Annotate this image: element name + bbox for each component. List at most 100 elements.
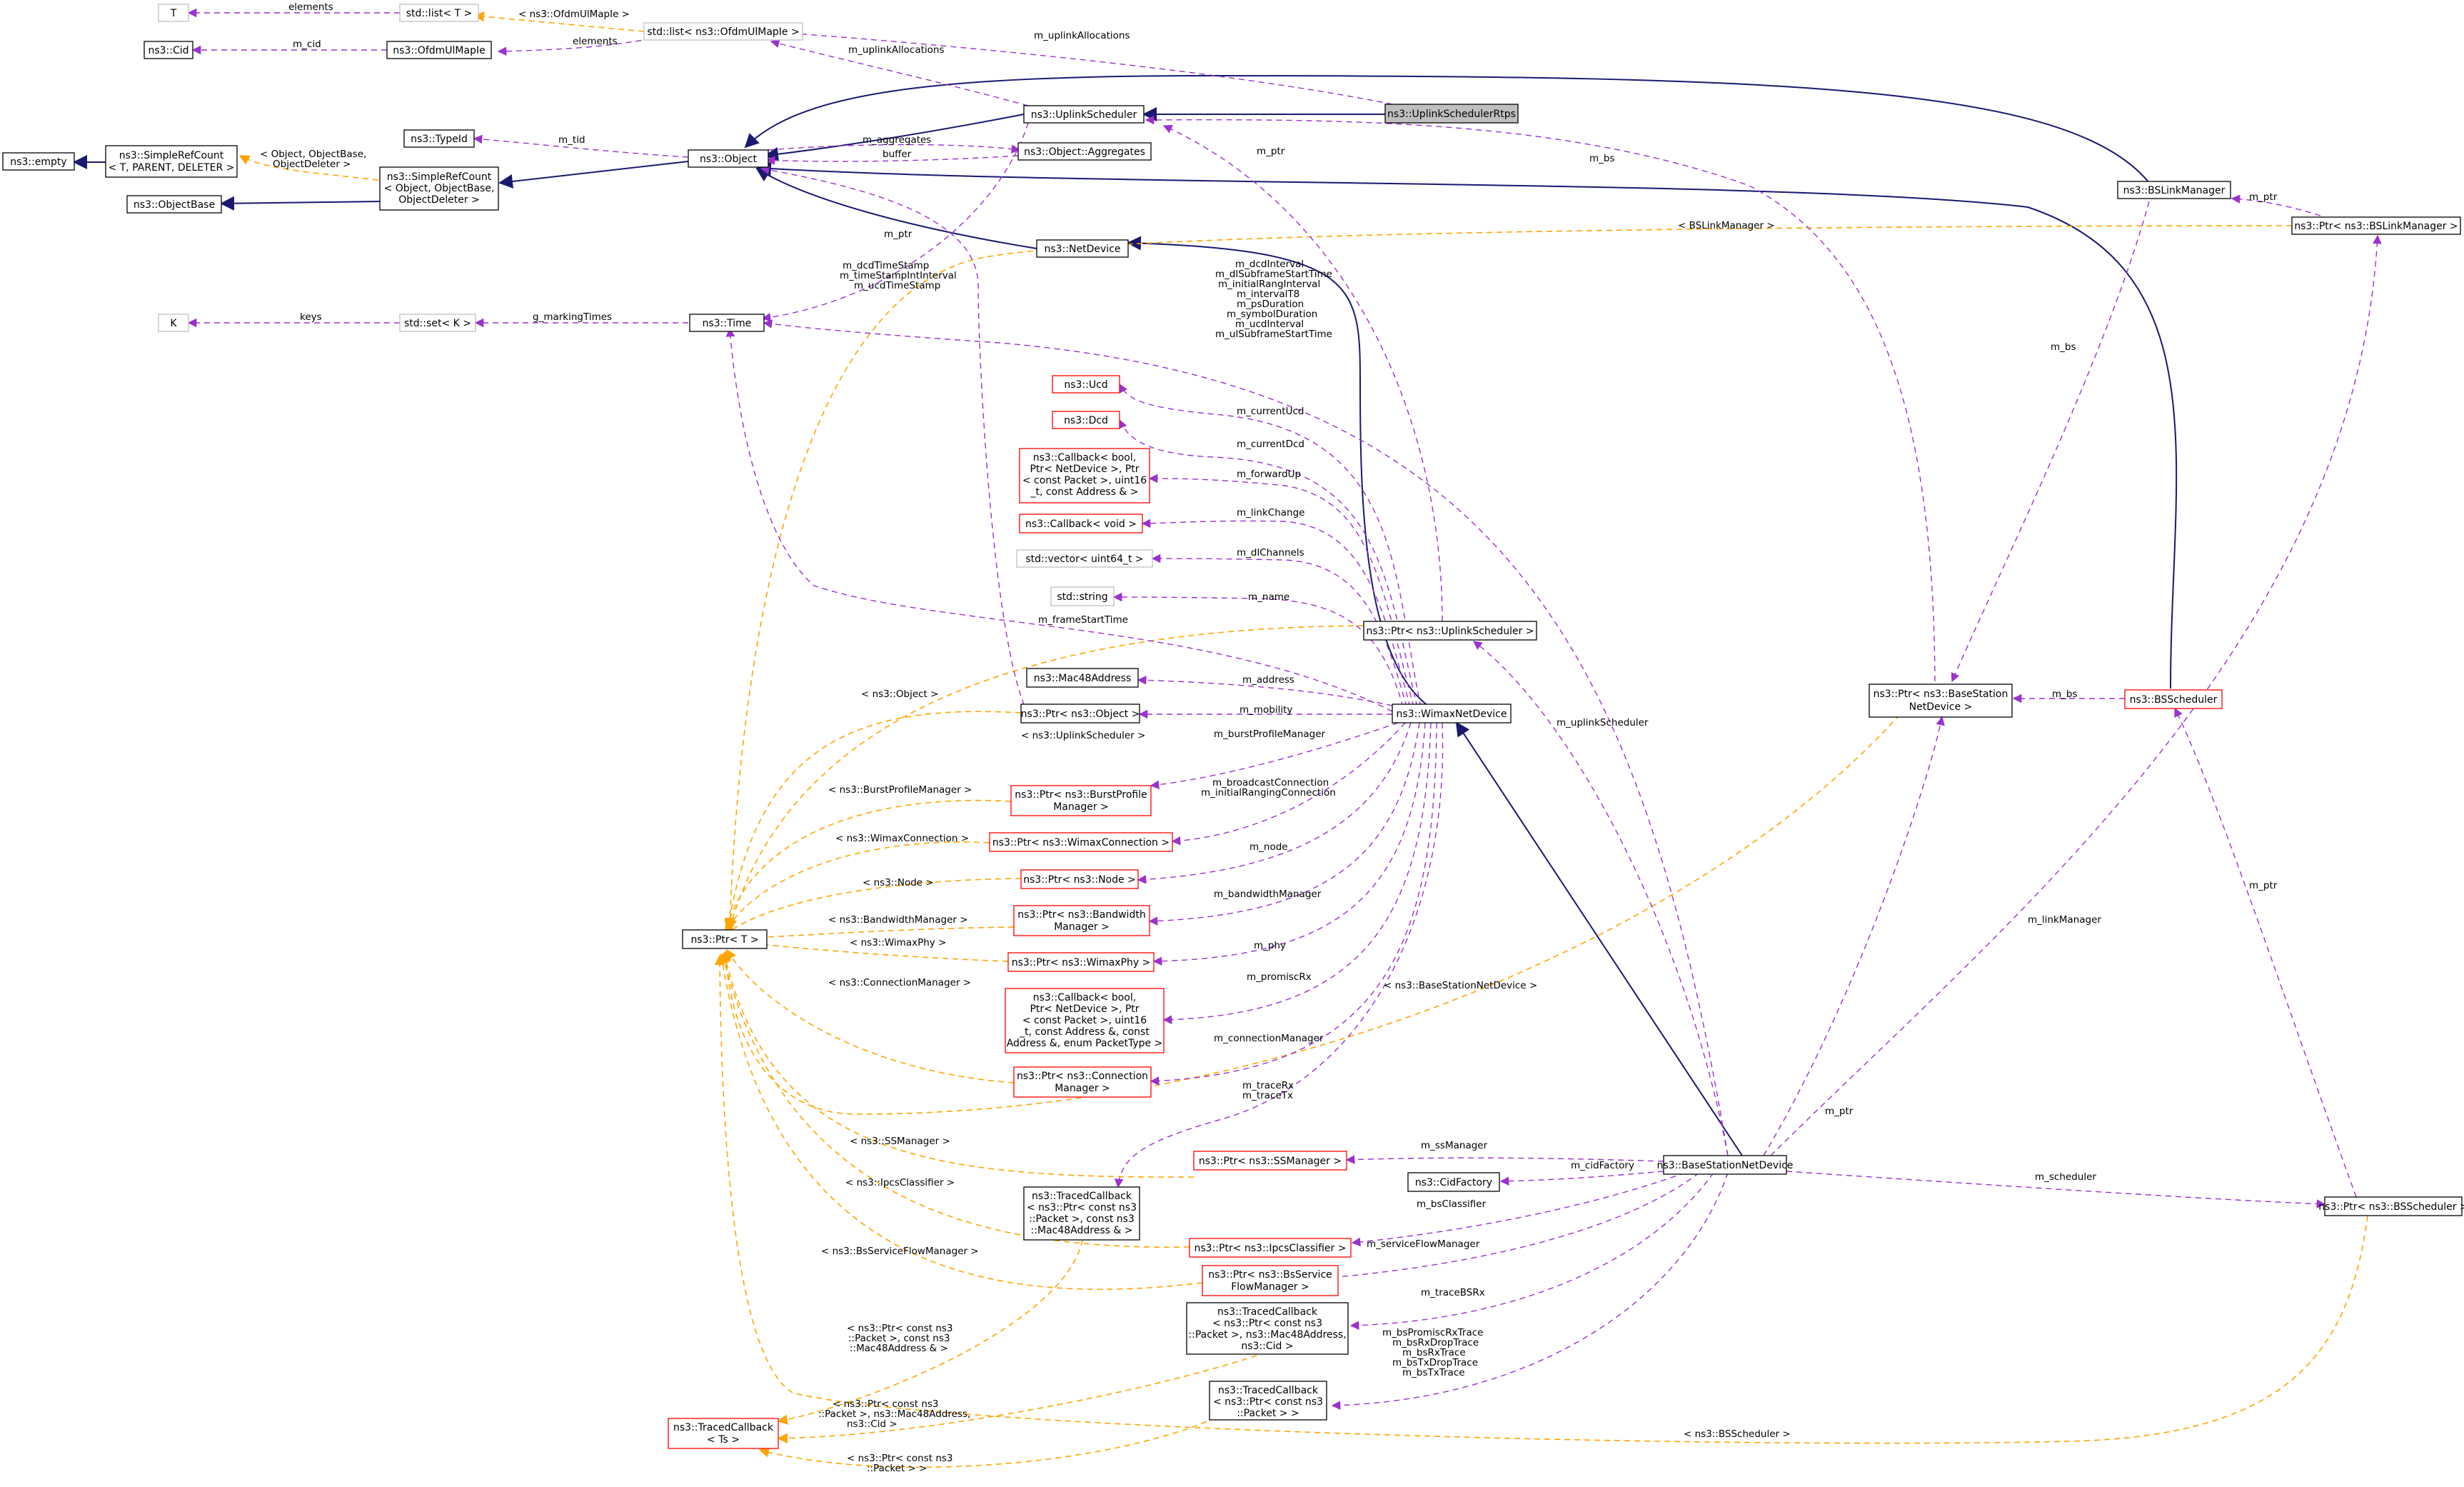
edge-use-wimax-dcd [1118, 419, 1418, 708]
svg-text:Manager >: Manager > [1053, 801, 1109, 813]
svg-text:ns3::UplinkScheduler: ns3::UplinkScheduler [1031, 109, 1137, 121]
svg-text:_t, const Address &, const: _t, const Address &, const [1019, 1026, 1150, 1038]
label-m-tid: m_tid [558, 134, 585, 146]
node-empty[interactable]: ns3::empty [2, 152, 75, 171]
edge-use-ptrbssched-bssched [2174, 707, 2357, 1198]
edges [73, 8, 2382, 1468]
svg-text:ns3::Mac48Address: ns3::Mac48Address [1034, 673, 1131, 684]
node-tracedcallback-mac48[interactable]: ns3::TracedCallback < ns3::Ptr< const ns… [1023, 1186, 1140, 1241]
svg-text:ns3::BSScheduler: ns3::BSScheduler [2130, 694, 2218, 706]
node-simplerefcount-T[interactable]: ns3::SimpleRefCount < T, PARENT, DELETER… [105, 145, 238, 178]
label-g-markingtimes: g_markingTimes [533, 311, 612, 323]
node-tracedcallback-ts[interactable]: ns3::TracedCallback < Ts > [668, 1418, 779, 1449]
node-objectbase[interactable]: ns3::ObjectBase [126, 195, 222, 214]
node-cid[interactable]: ns3::Cid [144, 41, 193, 59]
label-m-currentucd: m_currentUcd [1237, 406, 1304, 417]
label-m-serviceflowmanager: m_serviceFlowManager [1367, 1238, 1480, 1250]
node-ptr-ssmanager[interactable]: ns3::Ptr< ns3::SSManager > [1193, 1151, 1347, 1171]
svg-text:Manager >: Manager > [1054, 921, 1110, 933]
edge-use-bsnd-ptrupl [1472, 641, 1729, 1156]
label-ts-pkt-1: < ns3::Ptr< const ns3 [847, 1453, 953, 1464]
node-netdevice[interactable]: ns3::NetDevice [1036, 239, 1129, 258]
node-ptr-burstprofilemanager[interactable]: ns3::Ptr< ns3::BurstProfile Manager > [1010, 785, 1152, 816]
edge-use-ptrobject-object [760, 165, 1029, 715]
label-m-name: m_name [1248, 591, 1289, 603]
svg-text:ns3::Ptr< ns3::BSLinkManager >: ns3::Ptr< ns3::BSLinkManager > [2294, 221, 2458, 232]
label-ts-mac-3: ::Mac48Address & > [850, 1343, 948, 1354]
edge-tmpl-tcbts-tcbcid [777, 1355, 1257, 1443]
edge-use-listofdm-ofdm [497, 38, 652, 56]
edge-labels: elements < ns3::OfdmUlMapIe > elements m… [260, 1, 2278, 1474]
node-aggregates[interactable]: ns3::Object::Aggregates [1017, 142, 1152, 161]
svg-text:< T, PARENT, DELETER >: < T, PARENT, DELETER > [109, 162, 235, 174]
svg-text:ns3::Ptr< ns3::WimaxPhy >: ns3::Ptr< ns3::WimaxPhy > [1012, 957, 1151, 968]
node-basestationnetdevice[interactable]: ns3::BaseStationNetDevice [1657, 1155, 1794, 1175]
node-bslinkmanager[interactable]: ns3::BSLinkManager [2117, 181, 2231, 199]
node-ofdm[interactable]: ns3::OfdmUlMapIe [386, 41, 492, 59]
label-m-promiscrx: m_promiscRx [1247, 971, 1312, 983]
node-set-K[interactable]: std::set< K > [399, 314, 476, 332]
label-m-mobility: m_mobility [1239, 704, 1292, 716]
node-tracedcallback-packet[interactable]: ns3::TracedCallback < ns3::Ptr< const ns… [1209, 1381, 1327, 1421]
node-typeid[interactable]: ns3::TypeId [403, 129, 475, 148]
label-m-ptr-up: m_ptr [1257, 146, 1285, 157]
label-m-bandwidthmanager: m_bandwidthManager [1214, 888, 1322, 900]
node-callback-promiscrx[interactable]: ns3::Callback< bool, Ptr< NetDevice >, P… [1005, 988, 1165, 1053]
label-elements-T: elements [288, 1, 333, 13]
label-m-initialrangingconnection: m_initialRangingConnection [1201, 787, 1336, 798]
node-uplinkschedulerrtps[interactable]: ns3::UplinkSchedulerRtps [1384, 104, 1519, 124]
node-wimaxnetdevice[interactable]: ns3::WimaxNetDevice [1392, 704, 1512, 724]
label-m-tracerx: m_traceRx [1242, 1080, 1294, 1091]
label-time-fields-2: m_timeStampIntInterval [840, 270, 957, 281]
node-ptr-bsserviceflowmanager[interactable]: ns3::Ptr< ns3::BsService FlowManager > [1202, 1265, 1339, 1296]
node-callback-forwardup[interactable]: ns3::Callback< bool, Ptr< NetDevice >, P… [1019, 448, 1150, 504]
svg-text:ns3::Ptr< ns3::BurstProfile: ns3::Ptr< ns3::BurstProfile [1015, 789, 1147, 801]
node-ptr-basestationnetdevice[interactable]: ns3::Ptr< ns3::BaseStation NetDevice > [1869, 684, 2013, 718]
node-ptr-bslinkmanager[interactable]: ns3::Ptr< ns3::BSLinkManager > [2291, 216, 2461, 235]
edge-use-wimax-tcbmac [1114, 722, 1444, 1188]
svg-text:ns3::TypeId: ns3::TypeId [411, 134, 468, 145]
node-ptr-wimaxconnection[interactable]: ns3::Ptr< ns3::WimaxConnection > [989, 832, 1173, 852]
node-ptr-bsscheduler[interactable]: ns3::Ptr< ns3::BSScheduler > [2318, 1196, 2464, 1216]
node-callback-void[interactable]: ns3::Callback< void > [1019, 514, 1143, 534]
edge-use-bsnd-cidfactory [1499, 1171, 1664, 1186]
label-buffer: buffer [882, 149, 912, 160]
edge-inherit-bsnd-wimax [1455, 721, 1743, 1156]
node-ptr-T[interactable]: ns3::Ptr< T > [682, 929, 768, 949]
node-ptr-object[interactable]: ns3::Ptr< ns3::Object > [1020, 704, 1140, 724]
node-cidfactory[interactable]: ns3::CidFactory [1407, 1172, 1500, 1192]
node-vector-uint64[interactable]: std::vector< uint64_t > [1016, 549, 1153, 568]
node-ucd[interactable]: ns3::Ucd [1052, 375, 1120, 394]
node-T[interactable]: T [158, 4, 189, 22]
node-K[interactable]: K [158, 314, 189, 332]
node-time[interactable]: ns3::Time [689, 314, 765, 332]
node-ptr-bandwidthmanager[interactable]: ns3::Ptr< ns3::Bandwidth Manager > [1013, 905, 1150, 936]
node-ptr-ipcsclassifier[interactable]: ns3::Ptr< ns3::IpcsClassifier > [1189, 1238, 1352, 1258]
node-ptr-uplinkscheduler[interactable]: ns3::Ptr< ns3::UplinkScheduler > [1363, 621, 1537, 641]
node-ptr-node[interactable]: ns3::Ptr< ns3::Node > [1020, 869, 1139, 889]
label-m-ptr-bslm: m_ptr [2249, 191, 2278, 203]
svg-text:Ptr< NetDevice >, Ptr: Ptr< NetDevice >, Ptr [1030, 1003, 1139, 1015]
edge-use-wimax-cbprom [1162, 722, 1432, 1024]
label-m-linkmanager: m_linkManager [2028, 914, 2101, 926]
node-bsscheduler[interactable]: ns3::BSScheduler [2124, 689, 2223, 709]
node-object[interactable]: ns3::Object [688, 149, 769, 168]
node-mac48address[interactable]: ns3::Mac48Address [1026, 668, 1139, 688]
label-m-uplinkallocations-mid: m_uplinkAllocations [848, 44, 945, 56]
node-simplerefcount-object[interactable]: ns3::SimpleRefCount < Object, ObjectBase… [379, 166, 499, 211]
node-ptr-connectionmanager[interactable]: ns3::Ptr< ns3::Connection Manager > [1013, 1066, 1152, 1098]
node-string[interactable]: std::string [1050, 586, 1115, 606]
node-list-ofdm[interactable]: std::list< ns3::OfdmUlMapIe > [643, 22, 803, 41]
label-sfm-tmpl: < ns3::BsServiceFlowManager > [821, 1246, 979, 1257]
node-list-T[interactable]: std::list< T > [399, 4, 479, 22]
node-dcd[interactable]: ns3::Dcd [1052, 411, 1120, 429]
label-wconn-tmpl: < ns3::WimaxConnection > [835, 833, 969, 844]
edge-use-typeid-object [473, 134, 689, 158]
svg-text:< const Packet >, uint16: < const Packet >, uint16 [1022, 475, 1147, 486]
edge-tmpl-ptrT-connmgr [726, 948, 1015, 1083]
edge-tmpl-ptrT-sfm [717, 953, 1203, 1290]
svg-text:ns3::Ptr< ns3::UplinkScheduler: ns3::Ptr< ns3::UplinkScheduler > [1366, 626, 1534, 637]
node-uplinkscheduler[interactable]: ns3::UplinkScheduler [1023, 105, 1145, 124]
node-ptr-wimaxphy[interactable]: ns3::Ptr< ns3::WimaxPhy > [1007, 952, 1155, 972]
node-tracedcallback-cid[interactable]: ns3::TracedCallback < ns3::Ptr< const ns… [1186, 1302, 1349, 1355]
